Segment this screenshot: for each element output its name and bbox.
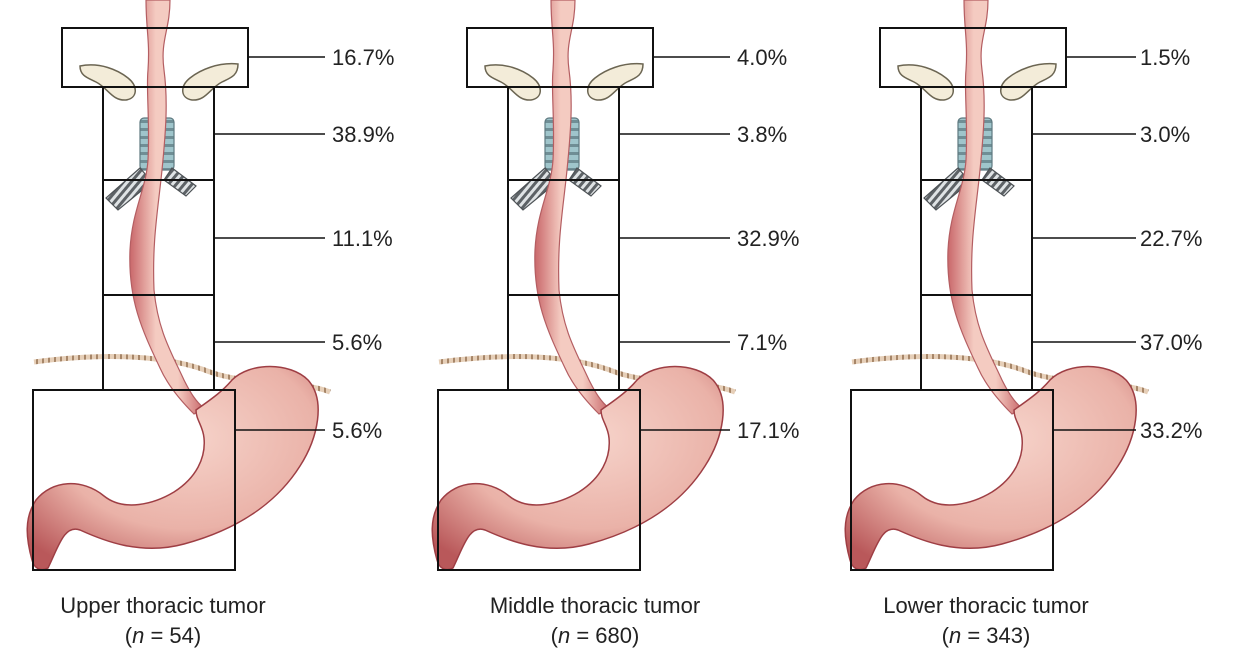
esophagus-tube xyxy=(130,0,204,414)
bronchus-right xyxy=(569,168,601,196)
panel-middle-thoracic: 4.0% 3.8% 32.9% 7.1% 17.1% Middle thorac… xyxy=(432,0,799,648)
bronchus-right xyxy=(164,168,196,196)
clavicle-right xyxy=(588,64,643,100)
percentage-labels: 4.0% 3.8% 32.9% 7.1% 17.1% xyxy=(737,45,799,443)
pct-label-cervical: 16.7% xyxy=(332,45,394,70)
panel-caption: Lower thoracic tumor xyxy=(883,593,1088,618)
clavicle-left xyxy=(485,65,540,100)
panel-upper-thoracic: 16.7% 38.9% 11.1% 5.6% 5.6% Upper thorac… xyxy=(27,0,394,648)
bronchus-right xyxy=(982,168,1014,196)
pct-label-lower-thoracic: 7.1% xyxy=(737,330,787,355)
esophagus-illustration xyxy=(432,0,735,570)
pct-label-abdominal: 33.2% xyxy=(1140,418,1202,443)
stomach xyxy=(27,367,318,570)
clavicle-right xyxy=(1001,64,1056,100)
percentage-labels: 1.5% 3.0% 22.7% 37.0% 33.2% xyxy=(1140,45,1202,443)
panel-lower-thoracic: 1.5% 3.0% 22.7% 37.0% 33.2% Lower thorac… xyxy=(845,0,1202,648)
panel-sample-size: (n = 680) xyxy=(551,623,640,648)
percentage-labels: 16.7% 38.9% 11.1% 5.6% 5.6% xyxy=(332,45,394,443)
pct-label-middle-thoracic: 32.9% xyxy=(737,226,799,251)
pct-label-cervical: 1.5% xyxy=(1140,45,1190,70)
pct-label-middle-thoracic: 22.7% xyxy=(1140,226,1202,251)
pct-label-upper-thoracic: 3.8% xyxy=(737,122,787,147)
panel-caption: Middle thoracic tumor xyxy=(490,593,700,618)
pct-label-upper-thoracic: 3.0% xyxy=(1140,122,1190,147)
stomach xyxy=(845,367,1136,570)
panel-caption: Upper thoracic tumor xyxy=(60,593,265,618)
panel-sample-size: (n = 343) xyxy=(942,623,1031,648)
clavicle-left xyxy=(80,65,135,100)
clavicle-left xyxy=(898,65,953,100)
stomach xyxy=(432,367,723,570)
pct-label-lower-thoracic: 5.6% xyxy=(332,330,382,355)
esophagus-tube xyxy=(535,0,609,414)
panel-sample-size: (n = 54) xyxy=(125,623,201,648)
pct-label-cervical: 4.0% xyxy=(737,45,787,70)
esophagus-tube xyxy=(948,0,1022,414)
clavicle-right xyxy=(183,64,238,100)
pct-label-abdominal: 17.1% xyxy=(737,418,799,443)
pct-label-upper-thoracic: 38.9% xyxy=(332,122,394,147)
pct-label-middle-thoracic: 11.1% xyxy=(332,226,393,251)
esophagus-illustration xyxy=(845,0,1148,570)
pct-label-abdominal: 5.6% xyxy=(332,418,382,443)
esophagus-illustration xyxy=(27,0,330,570)
pct-label-lower-thoracic: 37.0% xyxy=(1140,330,1202,355)
